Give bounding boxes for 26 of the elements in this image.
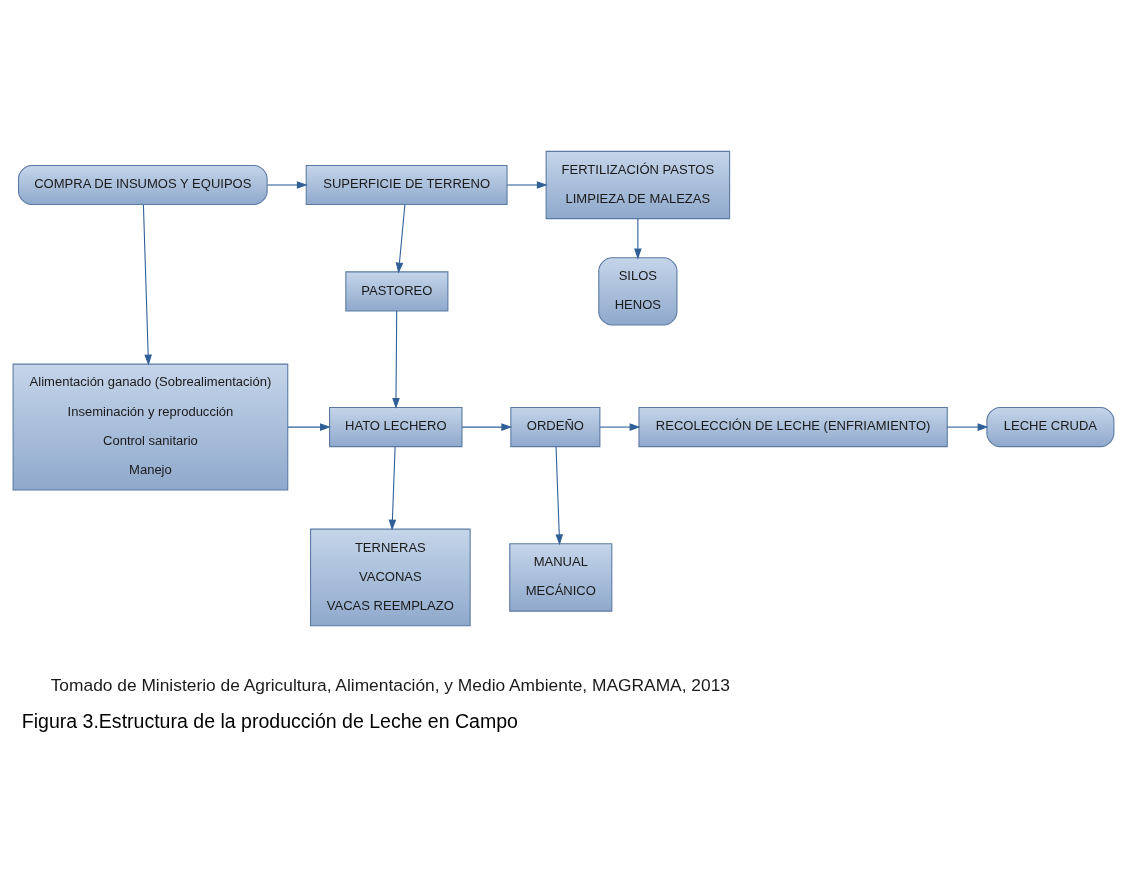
arrow	[946, 422, 989, 431]
node-box: SUPERFICIE DE TERRENO	[305, 164, 508, 205]
node-box: SILOS HENOS	[598, 256, 678, 326]
arrow	[599, 422, 641, 431]
node-box: FERTILIZACIÓN PASTOS LIMPIEZA DE MALEZAS	[545, 150, 731, 219]
arrow	[461, 422, 513, 431]
node-box: Alimentación ganado (Sobrealimentación) Inseminación y reproducción Control sanitario Manejo	[12, 363, 289, 491]
node-box: HATO LECHERO	[329, 406, 463, 447]
arrow	[388, 445, 397, 531]
arrow	[634, 217, 642, 259]
node-box: TERNERAS VACONAS VACAS REEMPLAZO	[310, 528, 471, 626]
arrow	[392, 310, 400, 409]
arrow	[266, 180, 308, 189]
arrow	[555, 445, 564, 545]
arrow	[506, 180, 548, 189]
node-box: PASTOREO	[345, 270, 449, 311]
arrow	[287, 422, 331, 431]
node-box: MANUAL MECÁNICO	[509, 542, 613, 612]
caption: Figura 3.Estructura de la producción de Leche en Campo	[21, 709, 518, 732]
node-box: ORDEÑO	[510, 406, 601, 447]
node-box: COMPRA DE INSUMOS Y EQUIPOS	[17, 164, 268, 205]
arrow	[395, 203, 406, 273]
arrow	[142, 203, 152, 365]
label: Tomado de Ministerio de Agricultura, Alimentación, y Medio Ambiente, MAGRAMA, 2013	[50, 674, 730, 695]
node-box: RECOLECCIÓN DE LECHE (ENFRIAMIENTO)	[638, 406, 948, 447]
node-box: LECHE CRUDA	[986, 406, 1115, 447]
